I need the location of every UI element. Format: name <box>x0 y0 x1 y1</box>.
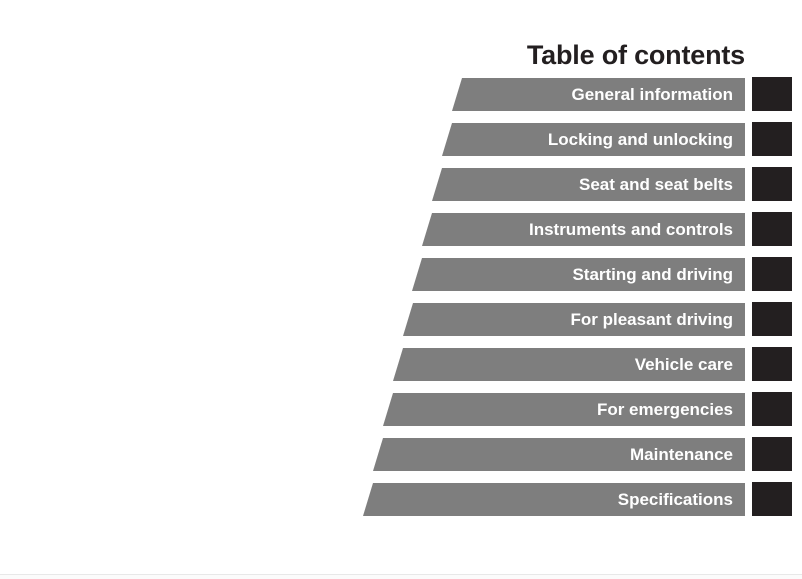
chapter-bar[interactable]: Specifications <box>363 483 745 516</box>
chapter-tab-marker[interactable] <box>752 437 792 471</box>
chapter-bar[interactable]: Maintenance <box>373 438 745 471</box>
chapter-label: For emergencies <box>596 400 733 419</box>
chapter-tab-marker[interactable] <box>752 392 792 426</box>
chapter-tab-marker[interactable] <box>752 212 792 246</box>
chapter-bar[interactable]: Locking and unlocking <box>442 123 745 156</box>
page-bottom-strip <box>0 575 802 579</box>
chapter-label: Locking and unlocking <box>547 130 733 149</box>
chapter-bar[interactable]: Vehicle care <box>393 348 745 381</box>
chapter-bar[interactable]: For pleasant driving <box>403 303 745 336</box>
chapter-tab-marker[interactable] <box>752 122 792 156</box>
chapter-tab-marker[interactable] <box>752 167 792 201</box>
chapter-label: Instruments and controls <box>528 220 733 239</box>
chapter-tab-marker[interactable] <box>752 257 792 291</box>
chapter-tab-marker[interactable] <box>752 77 792 111</box>
chapter-label: General information <box>571 85 733 104</box>
chapter-tab-marker[interactable] <box>752 482 792 516</box>
chapter-bar[interactable]: Seat and seat belts <box>432 168 745 201</box>
chapter-label: Maintenance <box>630 445 733 464</box>
chapter-label: Vehicle care <box>634 355 733 374</box>
chapter-tab-marker[interactable] <box>752 302 792 336</box>
page-title: Table of contents <box>526 40 745 70</box>
chapter-label: Specifications <box>617 490 733 509</box>
chapter-bar[interactable]: General information <box>452 78 745 111</box>
chapter-tab-marker[interactable] <box>752 347 792 381</box>
chapter-bar[interactable]: Starting and driving <box>412 258 745 291</box>
chapter-label: For pleasant driving <box>570 310 733 329</box>
page-bottom-divider <box>0 574 802 575</box>
chapter-label: Seat and seat belts <box>578 175 733 194</box>
chapter-bar[interactable]: Instruments and controls <box>422 213 745 246</box>
chapter-bar[interactable]: For emergencies <box>383 393 745 426</box>
chapter-label: Starting and driving <box>572 265 733 284</box>
